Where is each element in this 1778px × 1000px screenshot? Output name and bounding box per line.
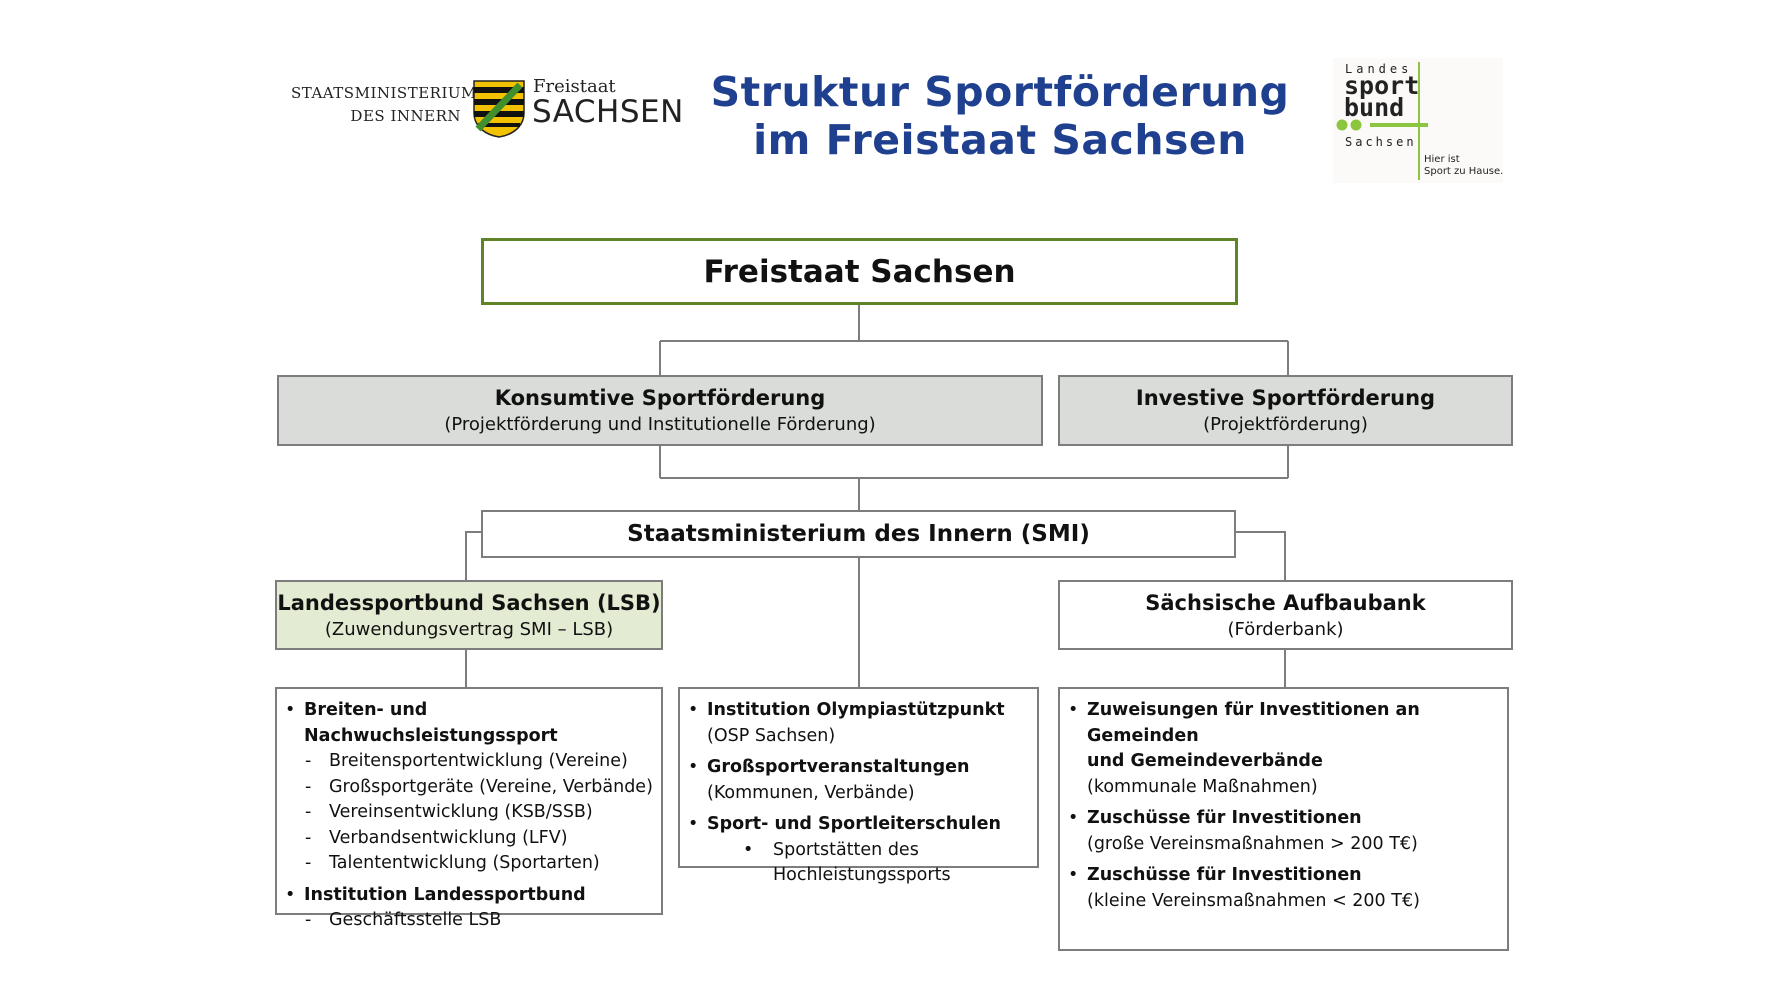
node-freistaat-sachsen: Freistaat Sachsen	[481, 238, 1238, 305]
list-item-note: (kommunale Maßnahmen)	[1087, 776, 1318, 797]
list-lsb: •Breiten- und Nachwuchsleistungssport -B…	[275, 687, 663, 930]
freistaat-label: Freistaat	[533, 76, 616, 97]
lsb-logo-wordmark: sport bund	[1344, 71, 1420, 122]
node-smi: Staatsministerium des Innern (SMI)	[481, 510, 1236, 558]
node-subtitle: (Projektförderung und Institutionelle Fö…	[444, 414, 876, 435]
list-item: •Zuweisungen für Investitionen an Gemein…	[1068, 700, 1420, 746]
lsb-logo-sachsen: Sachsen	[1345, 135, 1417, 149]
list-item-note: (Kommunen, Verbände)	[707, 782, 915, 803]
list-item: •Großsportveranstaltungen	[688, 757, 970, 777]
lsb-logo-divider	[1418, 62, 1420, 180]
list-item: •Sport- und Sportleiterschulen	[688, 814, 1001, 834]
list-sab: •Zuweisungen für Investitionen an Gemein…	[1058, 687, 1509, 951]
lsb-logo-dots	[1336, 119, 1428, 131]
list-item-note: (OSP Sachsen)	[707, 725, 836, 746]
node-subtitle: (Zuwendungsvertrag SMI – LSB)	[324, 618, 614, 640]
list-subitem: •Sportstätten des	[743, 839, 919, 860]
list-item-note: (große Vereinsmaßnahmen > 200 T€)	[1087, 833, 1418, 854]
node-title: Sächsische Aufbaubank	[1145, 590, 1426, 615]
list-item: •Breiten- und Nachwuchsleistungssport	[285, 700, 558, 746]
node-saechsische-aufbaubank: Sächsische Aufbaubank (Förderbank)	[1058, 580, 1513, 650]
list-subitem: -Verbandsentwicklung (LFV)	[305, 827, 568, 848]
list-item-continuation: und Gemeindeverbände	[1087, 751, 1323, 771]
list-item: •Zuschüsse für Investitionen	[1068, 808, 1362, 828]
node-investive-sportfoerderung: Investive Sportförderung (Projektförderu…	[1058, 375, 1513, 446]
list-item: •Institution Landessportbund	[285, 884, 586, 905]
list-subitem: -Talententwicklung (Sportarten)	[305, 853, 600, 873]
list-subitem: -Großsportgeräte (Vereine, Verbände)	[305, 776, 653, 797]
node-konsumtive-sportfoerderung: Konsumtive Sportförderung (Projektförder…	[277, 375, 1043, 446]
node-title: Konsumtive Sportförderung	[494, 386, 826, 410]
node-title: Investive Sportförderung	[1135, 386, 1436, 410]
list-subitem: -Vereinsentwicklung (KSB/SSB)	[305, 802, 593, 822]
list-subitem: -Geschäftsstelle LSB	[305, 910, 502, 930]
lsb-logo-slogan: Hier ist Sport zu Hause.	[1424, 154, 1504, 177]
list-subitem-continuation: Hochleistungssports	[773, 865, 951, 885]
list-item-note: (kleine Vereinsmaßnahmen < 200 T€)	[1087, 890, 1420, 911]
lsb-logo-landes: Landes	[1345, 62, 1413, 76]
node-landessportbund: Landessportbund Sachsen (LSB) (Zuwendung…	[275, 580, 663, 650]
node-subtitle: (Förderbank)	[1227, 618, 1344, 640]
list-item: •Zuschüsse für Investitionen	[1068, 865, 1362, 885]
node-subtitle: (Projektförderung)	[1203, 414, 1368, 435]
coat-of-arms-icon	[473, 80, 525, 138]
sachsen-label: SACHSEN	[532, 94, 684, 130]
list-smi: •Institution Olympiastützpunkt (OSP Sach…	[678, 687, 1039, 885]
smi-logo-text: STAATSMINISTERIUM DES INNERN	[291, 84, 477, 125]
list-item: •Institution Olympiastützpunkt	[688, 700, 1005, 720]
node-title: Landessportbund Sachsen (LSB)	[277, 590, 661, 615]
list-subitem: -Breitensportentwicklung (Vereine)	[305, 751, 628, 771]
node-title: Staatsministerium des Innern (SMI)	[627, 521, 1090, 547]
page-title: Struktur Sportförderung im Freistaat Sac…	[710, 68, 1290, 164]
